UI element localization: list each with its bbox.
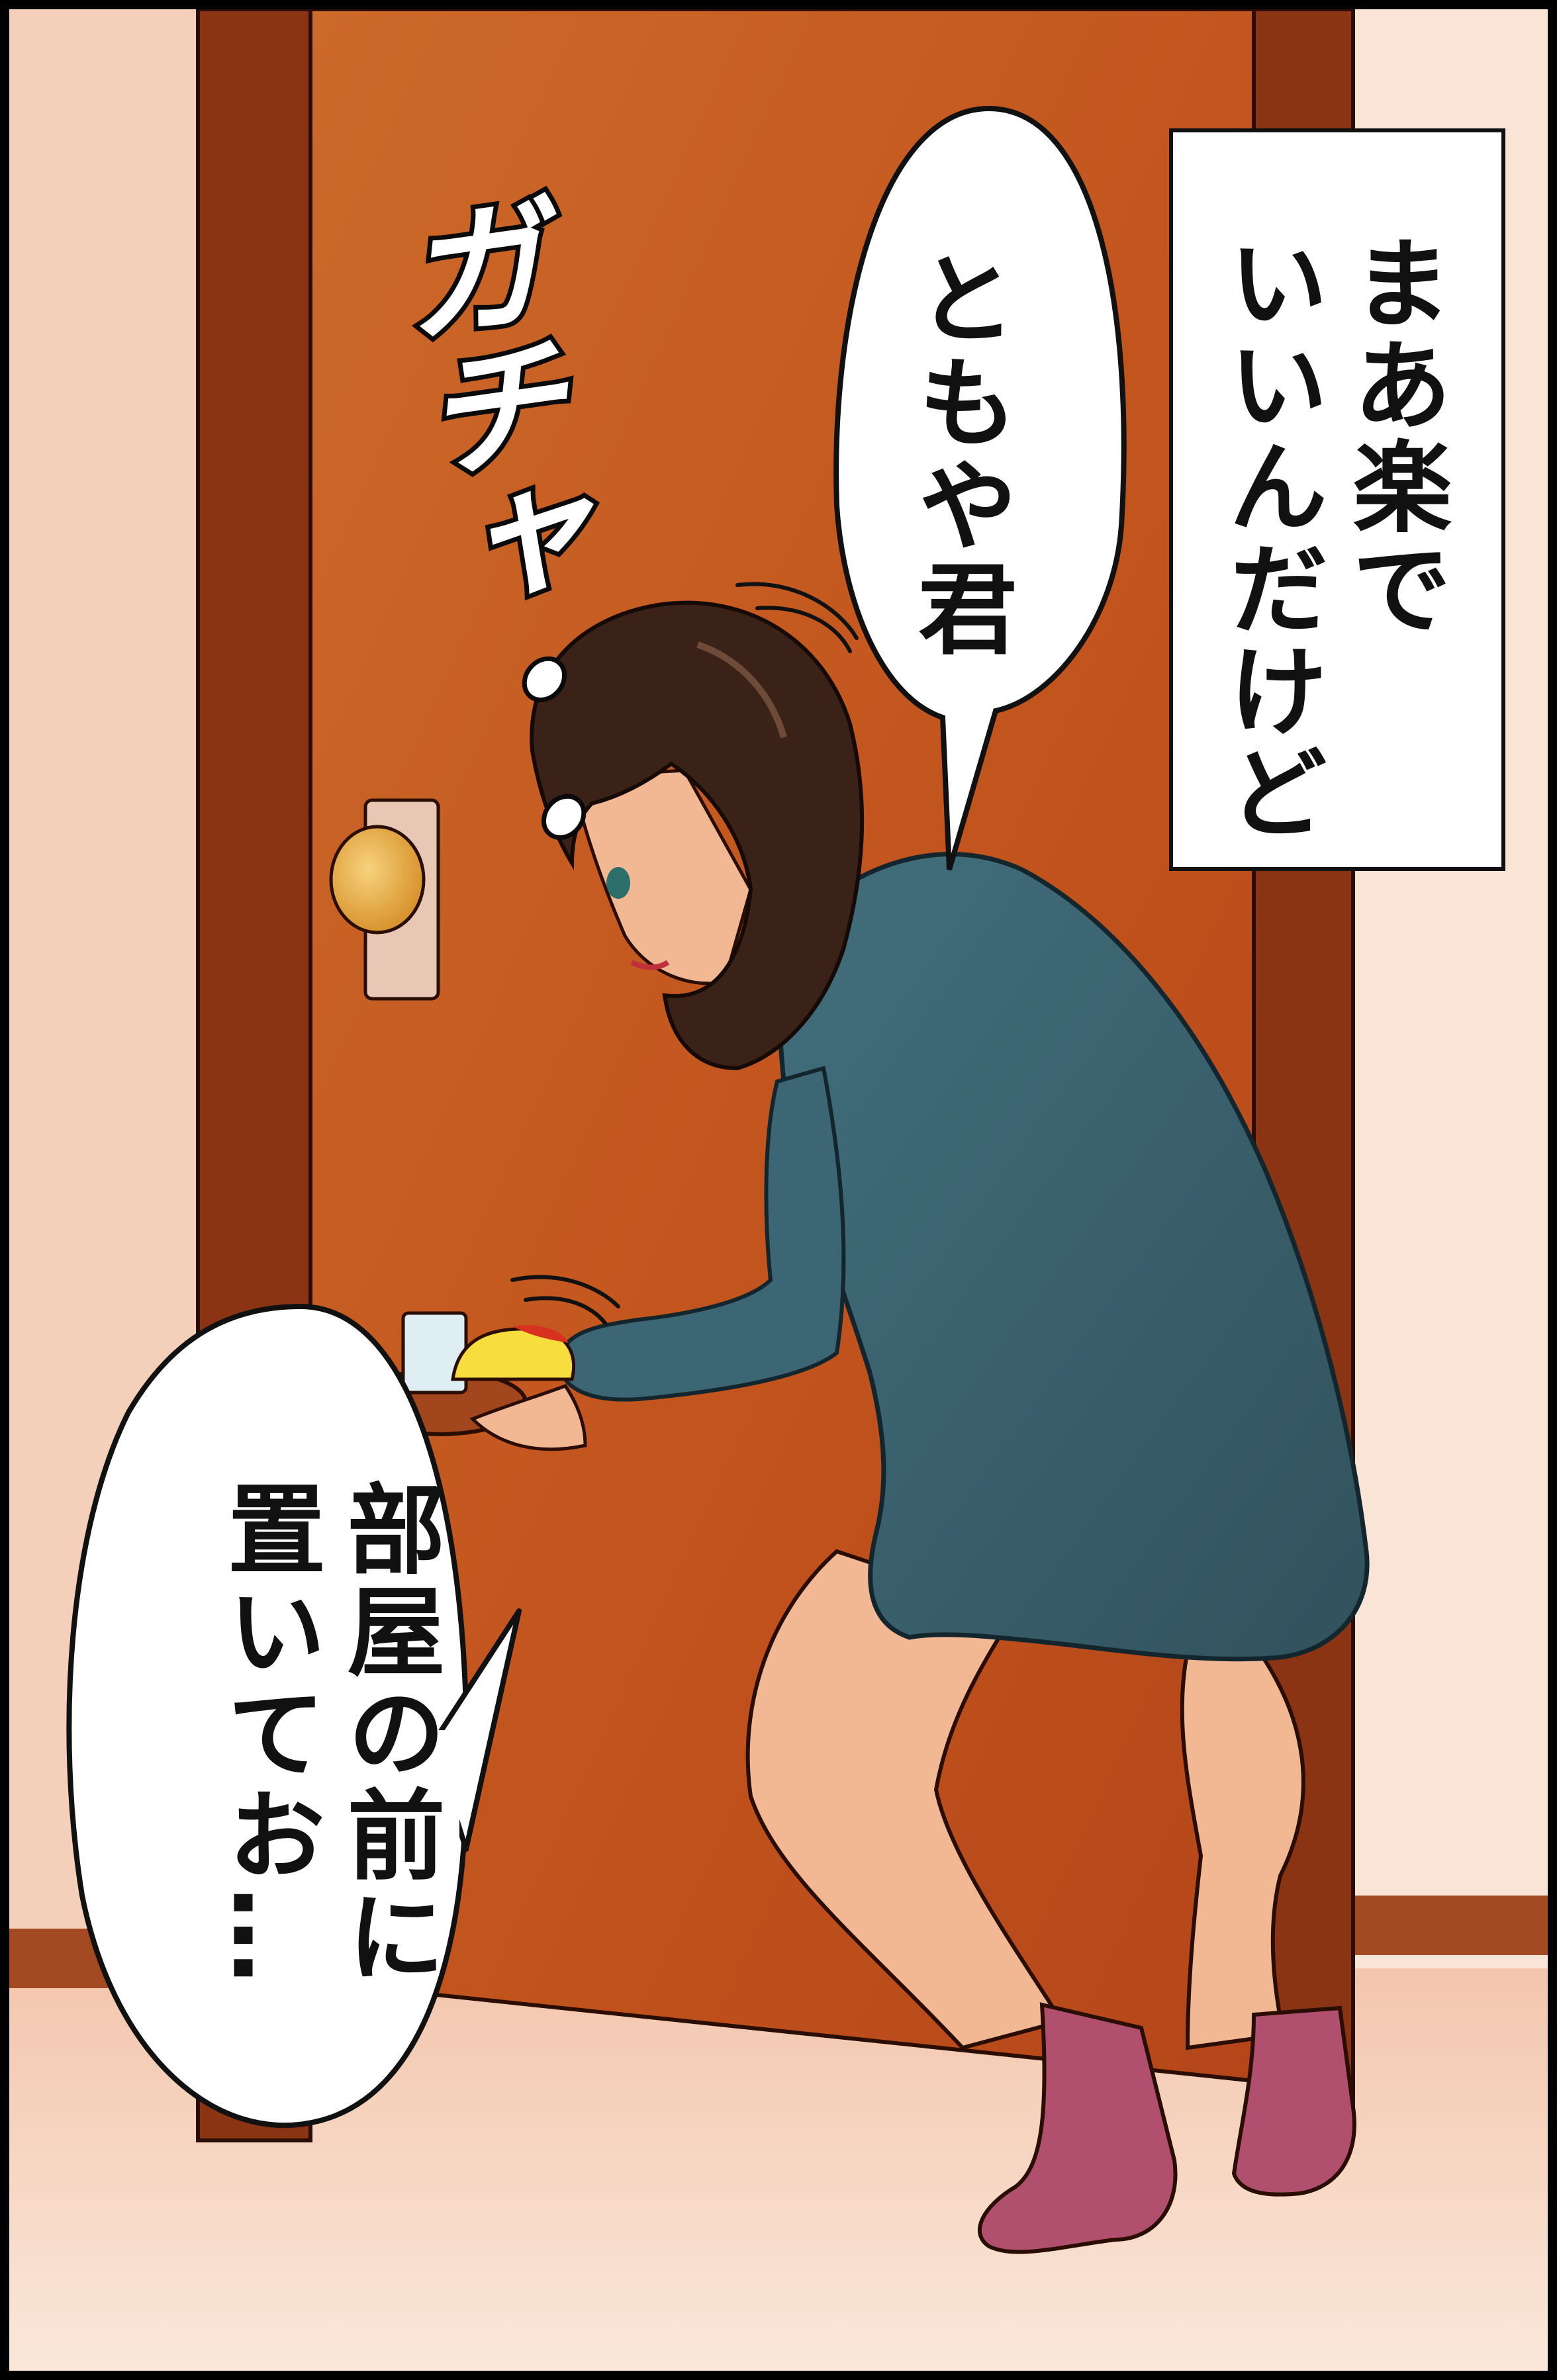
speech-bubble-bottom xyxy=(66,1303,469,2128)
baseboard-right xyxy=(1340,1896,1548,1955)
bubble-line: ともや君 xyxy=(901,248,1017,661)
bubble-line: 置いてお… xyxy=(211,1479,325,1988)
hair-shine xyxy=(696,641,787,739)
speech-bubble-top-text: ともや君 xyxy=(896,248,1021,661)
bubble-line: 部屋の前に xyxy=(330,1479,445,1988)
sock-front xyxy=(977,2002,1178,2254)
leg-front xyxy=(745,1549,1065,2050)
door-knob xyxy=(329,825,426,935)
caption-line: まあ楽で xyxy=(1336,232,1451,639)
lips xyxy=(630,960,670,970)
speech-bubble-top xyxy=(833,105,1127,871)
ketchup xyxy=(512,1325,569,1343)
leg-back xyxy=(1180,1641,1305,2050)
scene-illustration xyxy=(9,9,1548,2371)
caption-line: いいんだけど xyxy=(1211,232,1327,843)
face xyxy=(569,768,753,985)
eye xyxy=(606,867,630,899)
sock-back xyxy=(1231,2005,1356,2197)
caption-text: まあ楽で いいんだけど xyxy=(1207,232,1455,843)
speech-bubble-bottom-text: 部屋の前に 置いてお… xyxy=(208,1479,447,1988)
motion-lines xyxy=(510,582,859,1325)
caption-box: まあ楽で いいんだけど xyxy=(1169,128,1505,871)
hand xyxy=(469,1383,587,1451)
